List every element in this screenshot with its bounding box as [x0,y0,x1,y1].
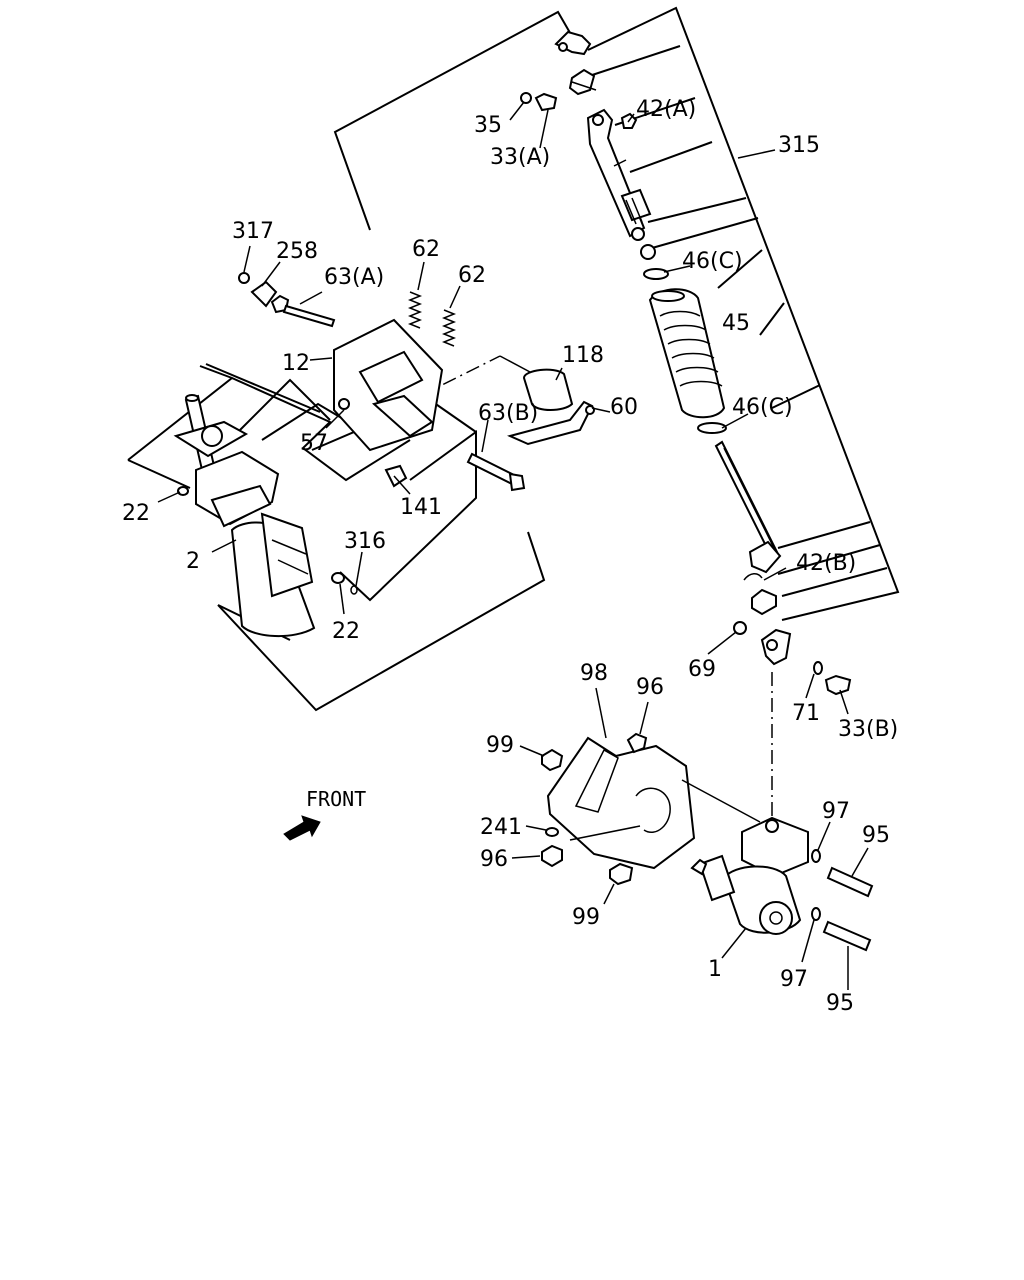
label-141: 141 [400,495,442,520]
label-95-bottom: 95 [826,991,854,1016]
label-96-bottom: 96 [480,847,508,872]
small-fasteners-top [520,92,852,696]
label-45: 45 [722,311,750,336]
label-22-lower: 22 [332,619,360,644]
tilt-bracket-12 [333,318,444,488]
label-99-top: 99 [486,733,514,758]
label-316: 316 [344,529,386,554]
dust-boot-45 [648,288,727,434]
label-33b: 33(B) [838,717,898,742]
springs-62 [407,291,457,347]
label-63b: 63(B) [478,401,538,426]
label-12: 12 [282,351,310,376]
universal-joint-upper [554,30,597,96]
label-118: 118 [562,343,604,368]
label-96-top: 96 [636,675,664,700]
label-22-left: 22 [122,501,150,526]
label-62-second: 62 [458,263,486,288]
label-33a: 33(A) [490,145,550,170]
label-69: 69 [688,657,716,682]
lower-shaft [714,440,792,666]
label-2: 2 [186,549,200,574]
group-bracket-315 [333,6,900,621]
spline-shaft-upper [586,108,652,238]
steering-gear-box-1 [690,672,874,952]
label-241: 241 [480,815,522,840]
label-63a: 63(A) [324,265,384,290]
label-95-top: 95 [862,823,890,848]
label-317: 317 [232,219,274,244]
label-99-bottom: 99 [572,905,600,930]
label-57: 57 [300,431,328,456]
label-60: 60 [610,395,638,420]
label-258: 258 [276,239,318,264]
label-62-first: 62 [412,237,440,262]
label-97-bottom: 97 [780,967,808,992]
label-97-top: 97 [822,799,850,824]
bolt-63a [238,272,336,328]
part-labels: 317 258 63(A) 62 62 12 118 60 63(B) 57 1… [122,97,898,1016]
label-98: 98 [580,661,608,686]
front-marker: FRONT [283,787,366,841]
leader-lines [157,101,869,990]
label-71: 71 [792,701,820,726]
label-42a: 42(A) [636,97,696,122]
label-42b: 42(B) [796,551,856,576]
label-1: 1 [708,957,722,982]
label-46c-top: 46(C) [682,249,743,274]
label-35: 35 [474,113,502,138]
mounting-bracket-98 [541,732,761,886]
label-315: 315 [778,133,820,158]
shaft-nuts [631,227,669,280]
steering-column-2 [173,394,358,638]
front-arrow-icon [283,815,321,841]
label-46c-bottom: 46(C) [732,395,793,420]
front-label: FRONT [306,787,366,811]
